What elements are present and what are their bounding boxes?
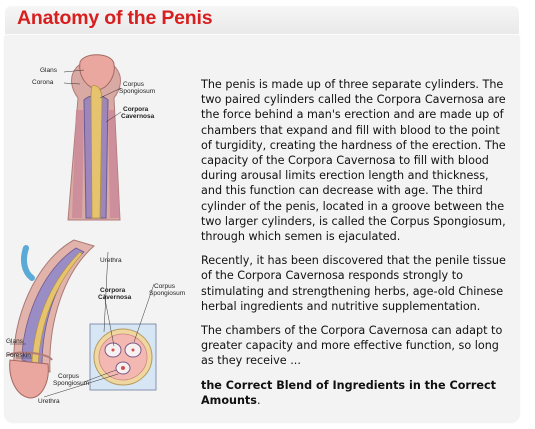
- label-corpus-bottom-line1: Corpus: [58, 373, 80, 380]
- label-corona: Corona: [32, 79, 54, 86]
- label-corpora-cavernosa-line1: Corpora: [123, 106, 149, 113]
- header-bar: Anatomy of the Penis: [5, 6, 519, 34]
- label-glans: Glans: [40, 67, 58, 74]
- correct-blend-emphasis: the Correct Blend of Ingredients in the …: [201, 378, 496, 407]
- paragraph-chambers: The chambers of the Corpora Cavernosa ca…: [201, 324, 503, 368]
- label-corpus-spongiosum-line2: Spongiosum: [119, 88, 155, 95]
- label-corpus-spongiosum-line1: Corpus: [123, 81, 145, 88]
- paragraph-research: Recently, it has been discovered that th…: [201, 254, 506, 313]
- label-foreskin: Foreskin: [6, 352, 31, 359]
- cavernosa-leader-line: [105, 111, 122, 123]
- label-corpora-cavernosa-line2: Cavernosa: [121, 113, 155, 120]
- article-body: The penis is made up of three separate c…: [201, 77, 513, 417]
- label-glans-bottom: Glans: [6, 338, 24, 345]
- label-corpus-right-line1: Corpus: [154, 283, 176, 290]
- correct-blend-period: .: [256, 393, 261, 407]
- label-urethra-top: Urethra: [100, 257, 122, 264]
- page-title: Anatomy of the Penis: [17, 7, 213, 29]
- label-corpus-right-line2: Spongiosum: [149, 290, 185, 297]
- paragraph-cylinders: The penis is made up of three separate c…: [201, 78, 506, 244]
- label-corpora-line1: Corpora: [100, 287, 126, 294]
- label-urethra-bottom: Urethra: [38, 398, 60, 405]
- penis-cross-section-illustration: Urethra Corpus Spongiosum Corpora Cavern…: [6, 239, 185, 405]
- penis-anatomy-illustration: Glans Corona Corpus Spongiosum Corpora C…: [32, 54, 155, 221]
- paragraph-correct-blend: the Correct Blend of Ingredients in the …: [201, 378, 513, 408]
- glans-leader-line: [63, 69, 85, 73]
- spongiosum-leader-line: [99, 87, 122, 99]
- label-corpora-line2: Cavernosa: [98, 294, 132, 301]
- label-corpus-bottom-line2: Spongiosum: [53, 380, 89, 387]
- corona-leader-line: [63, 82, 81, 85]
